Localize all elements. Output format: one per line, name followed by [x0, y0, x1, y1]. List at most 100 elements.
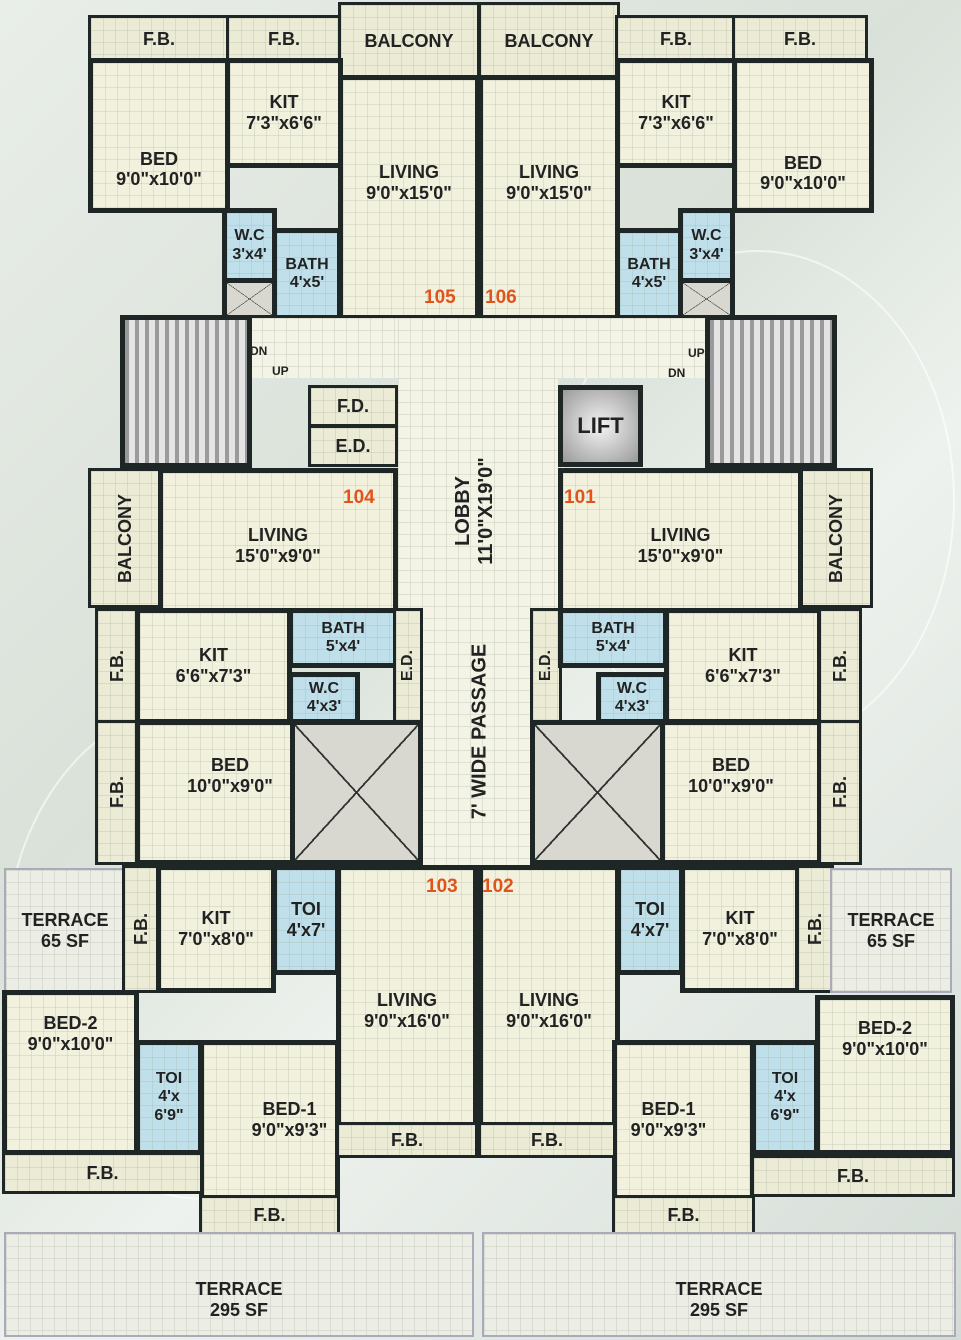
room-dimension: 10'0"x9'0" [688, 775, 774, 796]
room-balcony: BALCONY [478, 2, 620, 80]
room-fb: F.B. [818, 720, 862, 865]
room-dimension: 15'0"x9'0" [235, 545, 321, 566]
duct-shaft [222, 278, 277, 320]
room-area: 65 SF [866, 930, 916, 951]
room-label: BALCONY [364, 30, 454, 51]
room-label: W.C [616, 679, 648, 697]
room-label: KIT [661, 92, 691, 113]
room-label: LIVING [518, 990, 579, 1011]
room-fb: F.B. [796, 865, 834, 993]
room-label: BATH [591, 619, 635, 637]
room-dimension: 4'x7' [630, 920, 670, 940]
room-fb: F.B. [122, 865, 160, 993]
room-dimension: 6'6"x7'3" [705, 666, 781, 686]
room-label: W.C [308, 679, 340, 697]
lobby-title: LOBBY [452, 476, 474, 546]
duct-shaft [530, 720, 665, 865]
room-dimension: 9'0"x10'0" [27, 1033, 114, 1054]
stair-dn-label: DN [250, 344, 268, 358]
room-area: 295 SF [209, 1299, 269, 1320]
room-dimension: 4'x7' [286, 920, 326, 940]
room-label: TOI [155, 1069, 183, 1087]
room-label: TERRACE [195, 1278, 283, 1299]
room-label: BATH [627, 255, 671, 273]
room-label: F.B. [86, 1162, 119, 1183]
room-label: E.D. [536, 650, 554, 682]
room-label: BATH [321, 619, 365, 637]
room-label: BALCONY [504, 30, 594, 51]
room-dimension: 9'0"x10'0" [116, 169, 202, 190]
room-label: BED-1 [641, 1099, 696, 1120]
room-label: LIVING [650, 524, 711, 545]
room-label: KIT [725, 908, 755, 929]
room-dimension: 9'0"x16'0" [364, 1011, 450, 1031]
room-label: LIFT [577, 413, 624, 439]
room-label: W.C [691, 227, 722, 245]
room-label: TOI [771, 1069, 799, 1087]
room-dimension: 9'0"x16'0" [506, 1011, 592, 1031]
room-dimension: 7'0"x8'0" [178, 929, 254, 949]
room-electric-duct: E.D. [530, 608, 562, 724]
room-label: BED-2 [857, 1018, 912, 1038]
staircase-right [705, 315, 837, 468]
room-label: BALCONY [825, 493, 846, 583]
room-label: BED [210, 755, 249, 775]
room-label: F.B. [804, 912, 825, 945]
unit-number: 102 [482, 876, 514, 897]
staircase-left [120, 315, 252, 468]
room-label: TOI [291, 899, 321, 920]
room-area: 65 SF [40, 930, 90, 951]
unit-number: 104 [343, 487, 375, 508]
room-label: F.B. [106, 776, 127, 809]
room-label: F.B. [390, 1129, 423, 1150]
room-label: F.B. [829, 649, 850, 682]
room-fb: F.B. [612, 1195, 755, 1235]
room-dimension: 6'9" [154, 1106, 184, 1124]
lobby-label: LOBBY 11'0"X19'0" [452, 431, 498, 591]
room-balcony: BALCONY [338, 2, 480, 80]
room-label: TERRACE [847, 909, 935, 930]
room-fb: F.B. [226, 15, 342, 63]
room-fb: F.B. [478, 1122, 616, 1158]
unit-number: 101 [564, 487, 596, 508]
room-fb: F.B. [2, 1152, 203, 1194]
room-dimension: 4'x5' [289, 274, 325, 291]
room-fb: F.B. [199, 1195, 340, 1235]
room-dimension: 7'0"x8'0" [702, 929, 778, 949]
room-dimension: 4'x [774, 1088, 796, 1106]
room-fb: F.B. [732, 15, 868, 63]
stair-up-label: UP [688, 346, 705, 360]
room-label: F.B. [142, 28, 175, 49]
room-dimension: 9'0"x10'0" [842, 1038, 928, 1059]
room-label: BED [139, 148, 178, 169]
room-dimension: 3'x4' [232, 245, 267, 263]
room-dimension: 6'9" [770, 1106, 800, 1124]
duct-shaft [290, 720, 423, 865]
unit-number: 105 [424, 287, 456, 308]
room-dimension: 7'3"x6'6" [246, 113, 322, 133]
room-dimension: 9'0"x9'3" [251, 1120, 328, 1140]
room-fb: F.B. [615, 15, 737, 63]
room-label: BED-1 [262, 1099, 317, 1120]
room-balcony: BALCONY [88, 468, 162, 608]
lobby-dimension: 11'0"X19'0" [475, 457, 497, 565]
room-fb: F.B. [751, 1155, 955, 1197]
